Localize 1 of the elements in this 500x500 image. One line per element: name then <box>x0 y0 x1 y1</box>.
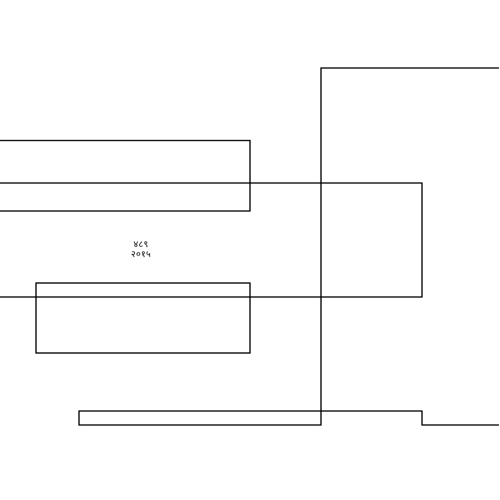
note-text: ४८९ २०१५ <box>130 240 152 260</box>
